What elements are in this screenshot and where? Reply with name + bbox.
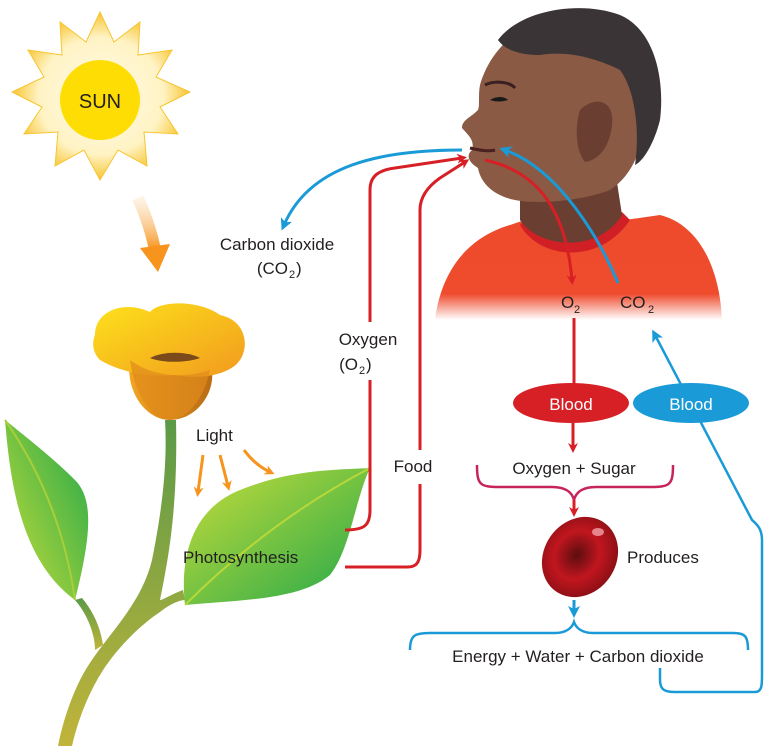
o2-inhale-arrow xyxy=(484,158,577,285)
o2-label: O 2 xyxy=(561,293,580,316)
carbon-dioxide-label: Carbon dioxide (CO 2 ) xyxy=(220,235,334,281)
shirt xyxy=(435,215,722,320)
red-blood-cell-icon xyxy=(541,516,619,598)
plant-illustration xyxy=(4,303,371,746)
carbon-dioxide-label-text: Carbon dioxide xyxy=(220,235,334,254)
co2-label-sub: 2 xyxy=(648,304,654,316)
blood-blue-label: Blood xyxy=(669,395,712,414)
oxygen-formula-close: ) xyxy=(366,355,372,374)
blood-red-label: Blood xyxy=(549,395,592,414)
light-arrows xyxy=(193,449,275,497)
sun-disc xyxy=(60,60,140,140)
co2-formula-open: (CO xyxy=(257,259,288,278)
plant-stem xyxy=(58,420,185,746)
oxygen-formula-sub: 2 xyxy=(359,365,365,377)
oxygen-label-bg xyxy=(330,322,405,380)
co2-exhale-arrow xyxy=(280,148,463,231)
co2-body-arrow xyxy=(499,146,620,284)
food-arrow xyxy=(345,159,470,569)
sun-label: SUN xyxy=(79,91,121,113)
oxygen-label: Oxygen (O 2 ) xyxy=(339,330,398,377)
oxygen-sugar-label: Oxygen + Sugar xyxy=(512,459,636,478)
oxygen-formula-open: (O xyxy=(339,355,358,374)
collar xyxy=(520,212,630,253)
oxygen-label-text: Oxygen xyxy=(339,330,398,349)
ear xyxy=(576,101,613,162)
right-leaf xyxy=(183,468,370,605)
food-label-bg xyxy=(385,450,440,484)
mouth xyxy=(469,146,496,153)
person-illustration xyxy=(435,8,722,320)
blood-red-node: Blood xyxy=(513,383,629,423)
sun-icon: SUN xyxy=(10,10,192,182)
light-label: Light xyxy=(196,426,233,445)
photosynthesis-label: Photosynthesis xyxy=(183,548,298,567)
hair xyxy=(498,8,662,165)
oxygen-arrow xyxy=(344,153,467,532)
o2-label-main: O xyxy=(561,293,574,312)
blood-blue-node: Blood xyxy=(633,383,749,423)
products-brace xyxy=(408,618,750,651)
co2-formula-sub: 2 xyxy=(289,269,295,281)
right-leaf-vein xyxy=(184,467,371,606)
o2-label-sub: 2 xyxy=(574,304,580,316)
eye xyxy=(490,97,508,102)
co2-label-main: CO xyxy=(620,293,646,312)
co2-formula-close: ) xyxy=(296,259,302,278)
co2-return-line xyxy=(652,329,764,694)
left-leaf-stem xyxy=(75,598,103,650)
produces-label: Produces xyxy=(627,548,699,567)
left-leaf-vein xyxy=(4,419,76,601)
flower-icon xyxy=(93,303,245,420)
left-leaf xyxy=(5,420,89,600)
eyebrow xyxy=(484,80,517,90)
co2-label: CO 2 xyxy=(620,293,654,316)
energy-water-co2-label: Energy + Water + Carbon dioxide xyxy=(452,647,704,666)
food-label: Food xyxy=(394,457,433,476)
sunlight-arrow xyxy=(132,195,170,272)
